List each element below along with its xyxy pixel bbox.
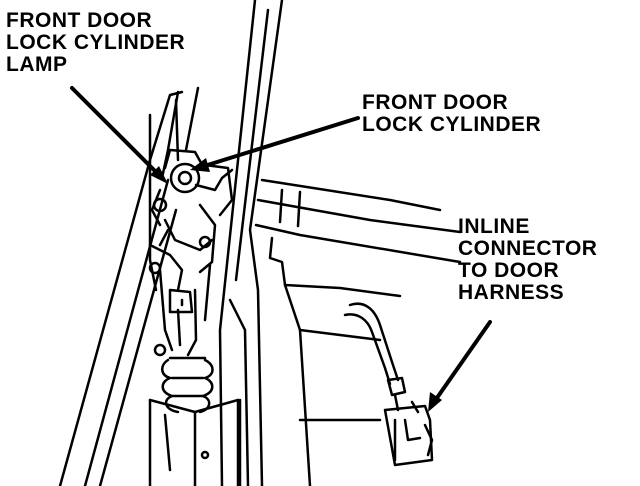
cylinder-arrowhead — [190, 158, 210, 172]
cylinder-leader-line — [196, 116, 360, 170]
connector-label-line-3: TO DOOR — [458, 259, 560, 282]
lamp-label-line-1: FRONT DOOR — [6, 9, 153, 32]
lock-cylinder-assembly — [148, 148, 234, 314]
lamp-label-line-3: LAMP — [6, 53, 68, 76]
connector-label-line-1: INLINE — [458, 215, 530, 238]
base-block — [148, 398, 240, 486]
lamp-leader-line — [70, 86, 164, 180]
lock-cylinder-label: FRONT DOOR LOCK CYLINDER — [362, 92, 541, 136]
leader-lines — [70, 86, 492, 407]
lamp-label-line-2: LOCK CYLINDER — [6, 31, 186, 54]
connector-label-line-2: CONNECTOR — [458, 237, 598, 260]
door-inner-panel — [254, 178, 462, 486]
inline-connector-cable — [343, 302, 407, 412]
connector-arrowhead — [428, 392, 442, 412]
wire-harness — [153, 263, 212, 357]
lock-cylinder-lamp-label: FRONT DOOR LOCK CYLINDER LAMP — [6, 10, 185, 76]
connector-label-line-4: HARNESS — [458, 281, 565, 304]
inline-connector-label: INLINE CONNECTOR TO DOOR HARNESS — [458, 216, 597, 304]
inline-connector — [383, 400, 434, 467]
body-panel — [218, 0, 284, 486]
grommet-boot — [161, 356, 214, 414]
cylinder-label-line-2: LOCK CYLINDER — [362, 113, 542, 136]
lamp-arrowhead — [150, 166, 168, 184]
connector-leader-line — [430, 320, 492, 407]
cylinder-label-line-1: FRONT DOOR — [362, 91, 509, 114]
